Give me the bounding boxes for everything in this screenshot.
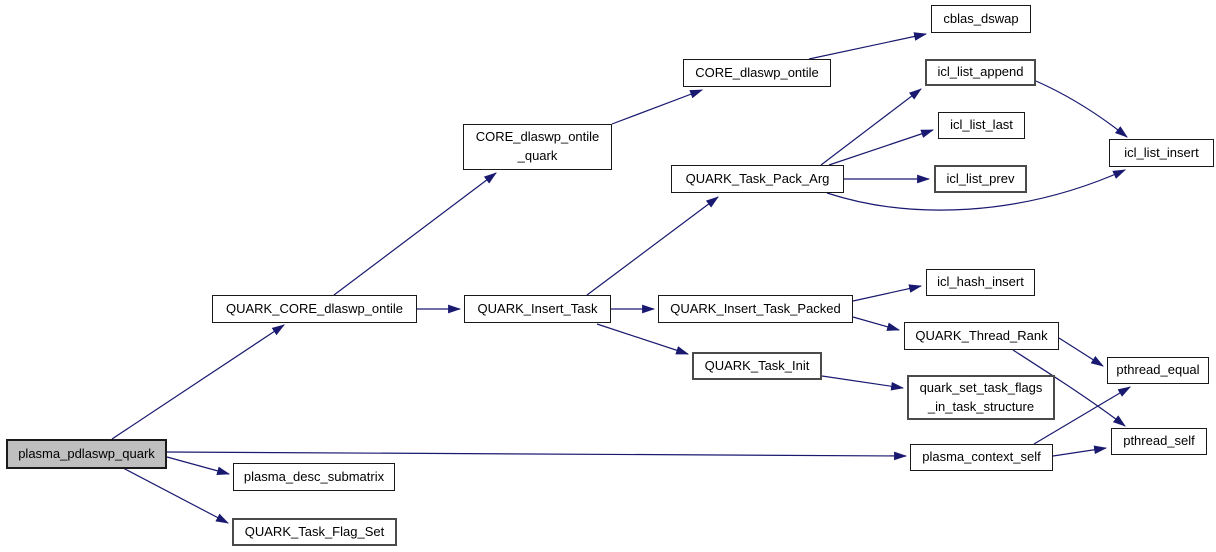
node-plasma_desc_submatrix[interactable]: plasma_desc_submatrix [233,463,395,491]
edge-QUARK_Insert_Task-QUARK_Task_Init [596,323,690,355]
edge-QUARK_Insert_Task_Packed-QUARK_Thread_Rank [852,316,901,331]
node-QUARK_Task_Init: QUARK_Task_Init [692,352,822,380]
edge-icl_list_append-icl_list_insert [1035,80,1128,138]
edge-plasma_pdlaswp_quark-QUARK_Task_Flag_Set [122,467,229,524]
node-QUARK_CORE_dlaswp_ontile[interactable]: QUARK_CORE_dlaswp_ontile [212,295,417,323]
edge-CORE_dlaswp_ontile-cblas_dswap [808,32,928,60]
node-plasma_context_self[interactable]: plasma_context_self [910,444,1053,471]
edge-QUARK_Task_Init-quark_set_task_flags [821,375,905,391]
edge-QUARK_Task_Pack_Arg-icl_list_append [820,88,922,166]
node-icl_hash_insert[interactable]: icl_hash_insert [926,269,1035,296]
edge-QUARK_Task_Pack_Arg-icl_list_last [828,129,935,166]
node-icl_list_prev: icl_list_prev [934,165,1027,193]
node-QUARK_Task_Flag_Set: QUARK_Task_Flag_Set [232,518,397,546]
edge-plasma_context_self-pthread_equal [1033,386,1131,445]
edge-CORE_dlaswp_ontile_quark-CORE_dlaswp_ontile [611,89,704,125]
node-QUARK_Insert_Task[interactable]: QUARK_Insert_Task [464,295,611,323]
edge-QUARK_Insert_Task_Packed-icl_hash_insert [852,284,923,302]
node-icl_list_last[interactable]: icl_list_last [938,112,1025,139]
edge-QUARK_Thread_Rank-pthread_equal [1058,337,1104,367]
node-cblas_dswap[interactable]: cblas_dswap [931,5,1031,33]
edge-plasma_context_self-pthread_self [1052,445,1108,457]
node-quark_set_task_flags_in_task_structure: quark_set_task_flags _in_task_structure [907,375,1055,420]
node-icl_list_insert[interactable]: icl_list_insert [1109,139,1214,167]
edge-QUARK_Thread_Rank-pthread_self [1012,349,1126,427]
edge-plasma_pdlaswp_quark-plasma_context_self [166,451,908,461]
edge-plasma_pdlaswp_quark-QUARK_CORE_dlaswp_ontile [111,324,285,440]
node-QUARK_Task_Pack_Arg[interactable]: QUARK_Task_Pack_Arg [671,165,844,193]
edge-QUARK_CORE_dlaswp_ontile-CORE_dlaswp_ontile_quark [333,172,497,296]
node-QUARK_Thread_Rank[interactable]: QUARK_Thread_Rank [904,322,1059,350]
node-CORE_dlaswp_ontile_quark[interactable]: CORE_dlaswp_ontile _quark [463,124,612,170]
node-plasma_pdlaswp_quark: plasma_pdlaswp_quark [6,439,167,469]
edge-plasma_pdlaswp_quark-plasma_desc_submatrix [166,456,231,476]
node-CORE_dlaswp_ontile[interactable]: CORE_dlaswp_ontile [683,59,831,87]
node-QUARK_Insert_Task_Packed[interactable]: QUARK_Insert_Task_Packed [658,295,853,323]
node-icl_list_append: icl_list_append [925,59,1036,86]
node-pthread_self[interactable]: pthread_self [1111,428,1207,455]
node-pthread_equal[interactable]: pthread_equal [1107,357,1209,384]
edge-QUARK_Insert_Task-QUARK_Task_Pack_Arg [586,196,719,296]
edge-QUARK_Task_Pack_Arg-icl_list_insert [826,169,1126,211]
